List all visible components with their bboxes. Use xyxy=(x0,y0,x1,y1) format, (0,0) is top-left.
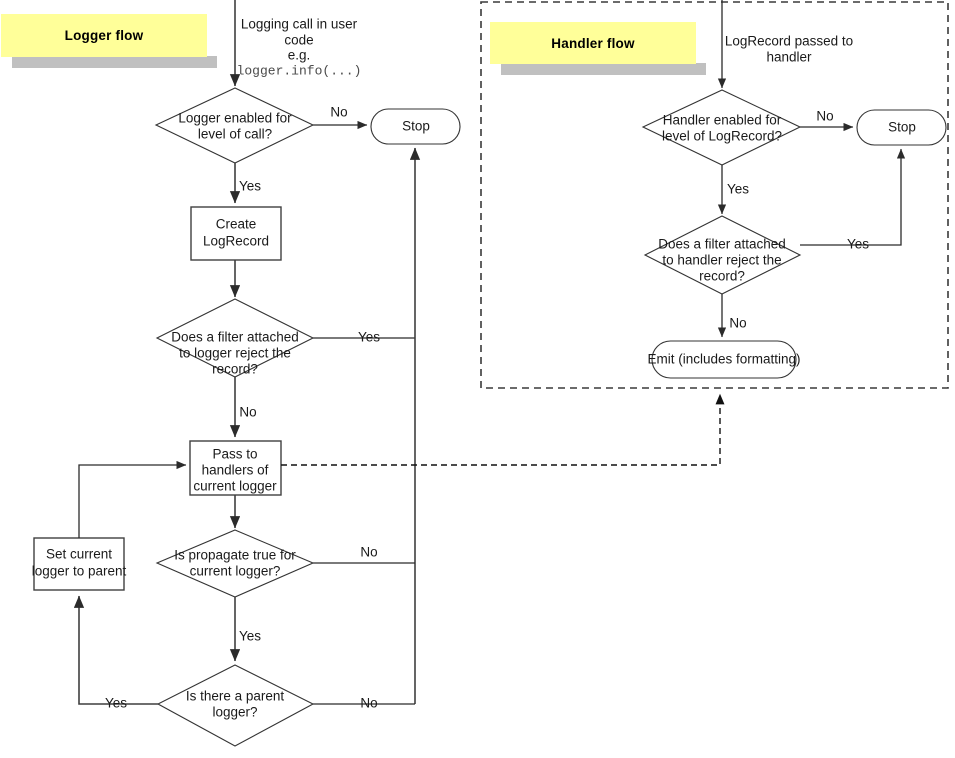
edge-label-logger-filter-no: No xyxy=(239,405,256,420)
edge-pass-to-handler-flow xyxy=(281,393,725,466)
node-handler-filter-line3: record? xyxy=(699,269,745,284)
node-logger-filter-line3: record? xyxy=(212,362,258,377)
edge-label-is-propagate-no: No xyxy=(360,545,377,560)
logger-entry-caption-line3: e.g. xyxy=(288,48,311,63)
edge-has-parent-yes xyxy=(73,595,158,705)
handler-entry-caption-line2: handler xyxy=(766,50,812,65)
edge-label-handler-enabled-no: No xyxy=(816,109,833,124)
handler-flow-title-label: Handler flow xyxy=(551,35,635,51)
node-handler-enabled-line2: level of LogRecord? xyxy=(662,129,782,144)
edge-label-is-propagate-yes: Yes xyxy=(239,629,261,644)
node-handler-filter-line1: Does a filter attached xyxy=(658,237,786,252)
node-logger-stop[interactable] xyxy=(370,108,461,145)
edge-label-has-parent-yes: Yes xyxy=(105,696,127,711)
node-set-current-logger-line1: Set current xyxy=(46,547,112,562)
handler-flow-title-box: Handler flow xyxy=(490,22,696,64)
node-handler-filter-line2: to handler reject the xyxy=(662,253,781,268)
node-pass-to-handlers-line3: current logger xyxy=(193,479,277,494)
logger-flow-title-label: Logger flow xyxy=(64,28,144,43)
edge-label-logger-filter-yes: Yes xyxy=(358,330,380,345)
node-logger-enabled-line2: level of call? xyxy=(198,127,272,142)
logger-entry-caption-line1: Logging call in user xyxy=(241,17,358,32)
node-logger-filter-line1: Does a filter attached xyxy=(171,330,299,345)
node-create-logrecord[interactable] xyxy=(190,206,282,261)
node-handler-enabled-line1: Handler enabled for xyxy=(663,113,782,128)
edge-handler-filter-yes xyxy=(800,148,906,246)
edge-label-handler-filter-yes: Yes xyxy=(847,237,869,252)
node-logger-stop-label: Stop xyxy=(402,119,430,134)
node-is-propagate-line2: current logger? xyxy=(190,564,281,579)
logger-flow-title-shadow xyxy=(12,56,217,68)
node-create-logrecord-line2: LogRecord xyxy=(203,234,269,249)
node-set-current-logger-line2: logger to parent xyxy=(32,564,127,579)
logger-entry-caption-line2: code xyxy=(284,33,313,48)
node-emit[interactable] xyxy=(651,340,797,379)
edge-label-logger-enabled-yes: Yes xyxy=(239,179,261,194)
handler-entry-caption-line1: LogRecord passed to xyxy=(725,34,853,49)
node-has-parent-line1: Is there a parent xyxy=(186,689,285,704)
node-is-propagate-line1: Is propagate true for xyxy=(174,548,296,563)
logger-entry-caption-code: logger.info(...) xyxy=(237,63,362,78)
node-handler-stop-label: Stop xyxy=(888,120,916,135)
handler-flow-panel xyxy=(480,1,949,389)
edge-set-logger-to-pass xyxy=(78,460,187,538)
node-handler-stop[interactable] xyxy=(856,109,947,146)
node-has-parent[interactable] xyxy=(156,664,315,747)
edge-label-logger-enabled-no: No xyxy=(330,105,347,120)
node-create-logrecord-line1: Create xyxy=(216,217,257,232)
edge-label-handler-filter-no: No xyxy=(729,316,746,331)
edge-label-handler-enabled-yes: Yes xyxy=(727,182,749,197)
node-logger-enabled-line1: Logger enabled for xyxy=(178,111,292,126)
node-has-parent-line2: logger? xyxy=(212,705,257,720)
logger-flow-title-box: Logger flow xyxy=(1,14,207,57)
handler-flow-title-shadow xyxy=(501,63,706,75)
edge-label-has-parent-no: No xyxy=(360,696,377,711)
node-emit-label: Emit (includes formatting) xyxy=(647,352,800,367)
node-pass-to-handlers-line1: Pass to xyxy=(212,447,257,462)
node-pass-to-handlers-line2: handlers of xyxy=(202,463,269,478)
node-logger-filter-line2: to logger reject the xyxy=(179,346,291,361)
